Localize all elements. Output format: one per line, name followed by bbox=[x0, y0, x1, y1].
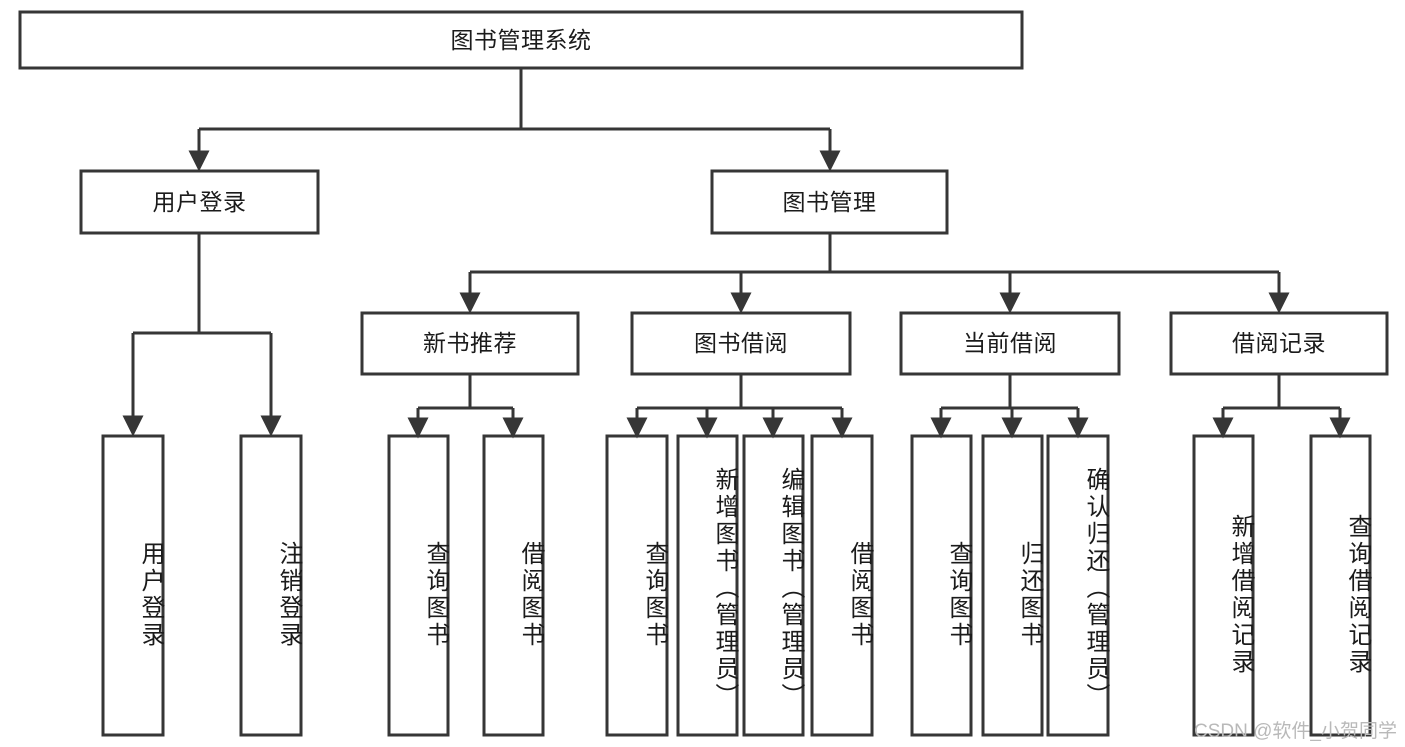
connector-user-login-to-leaves bbox=[122, 233, 282, 437]
node-box-leaf-confirm-return-admin[interactable] bbox=[1046, 434, 1110, 737]
node-box-current-borrow[interactable] bbox=[899, 311, 1121, 376]
node-box-leaf-logout[interactable] bbox=[239, 434, 303, 737]
connector-new-book-recommend-to-leaves bbox=[407, 374, 524, 439]
node-box-leaf-borrow-book-1[interactable] bbox=[482, 434, 545, 737]
node-box-leaf-add-book-admin[interactable] bbox=[676, 434, 739, 737]
csdn-watermark: CSDN @软件_小贺同学 bbox=[1194, 721, 1397, 742]
node-box-leaf-return-book[interactable] bbox=[981, 434, 1044, 737]
node-box-leaf-edit-book-admin[interactable] bbox=[742, 434, 805, 737]
node-box-leaf-user-login[interactable] bbox=[101, 434, 165, 737]
node-box-leaf-query-book-1[interactable] bbox=[387, 434, 450, 737]
connector-current-borrow-to-leaves bbox=[930, 374, 1089, 439]
node-box-user-login[interactable] bbox=[79, 169, 320, 235]
connector-borrow-record-to-leaves bbox=[1212, 374, 1351, 439]
node-box-new-book-recommend[interactable] bbox=[360, 311, 580, 376]
connector-book-borrow-to-leaves bbox=[626, 374, 853, 439]
node-box-book-borrow[interactable] bbox=[630, 311, 852, 376]
node-box-leaf-add-borrow-record[interactable] bbox=[1192, 434, 1255, 737]
node-box-borrow-record[interactable] bbox=[1169, 311, 1389, 376]
connector-book-management-to-level3 bbox=[459, 233, 1290, 314]
node-box-book-management[interactable] bbox=[710, 169, 949, 235]
node-box-leaf-query-borrow-record[interactable] bbox=[1309, 434, 1372, 737]
connector-root-to-level2 bbox=[188, 68, 841, 172]
node-box-leaf-query-book-3[interactable] bbox=[910, 434, 973, 737]
node-box-root[interactable] bbox=[18, 10, 1024, 70]
node-box-leaf-borrow-book-2[interactable] bbox=[810, 434, 874, 737]
node-box-leaf-query-book-2[interactable] bbox=[605, 434, 669, 737]
